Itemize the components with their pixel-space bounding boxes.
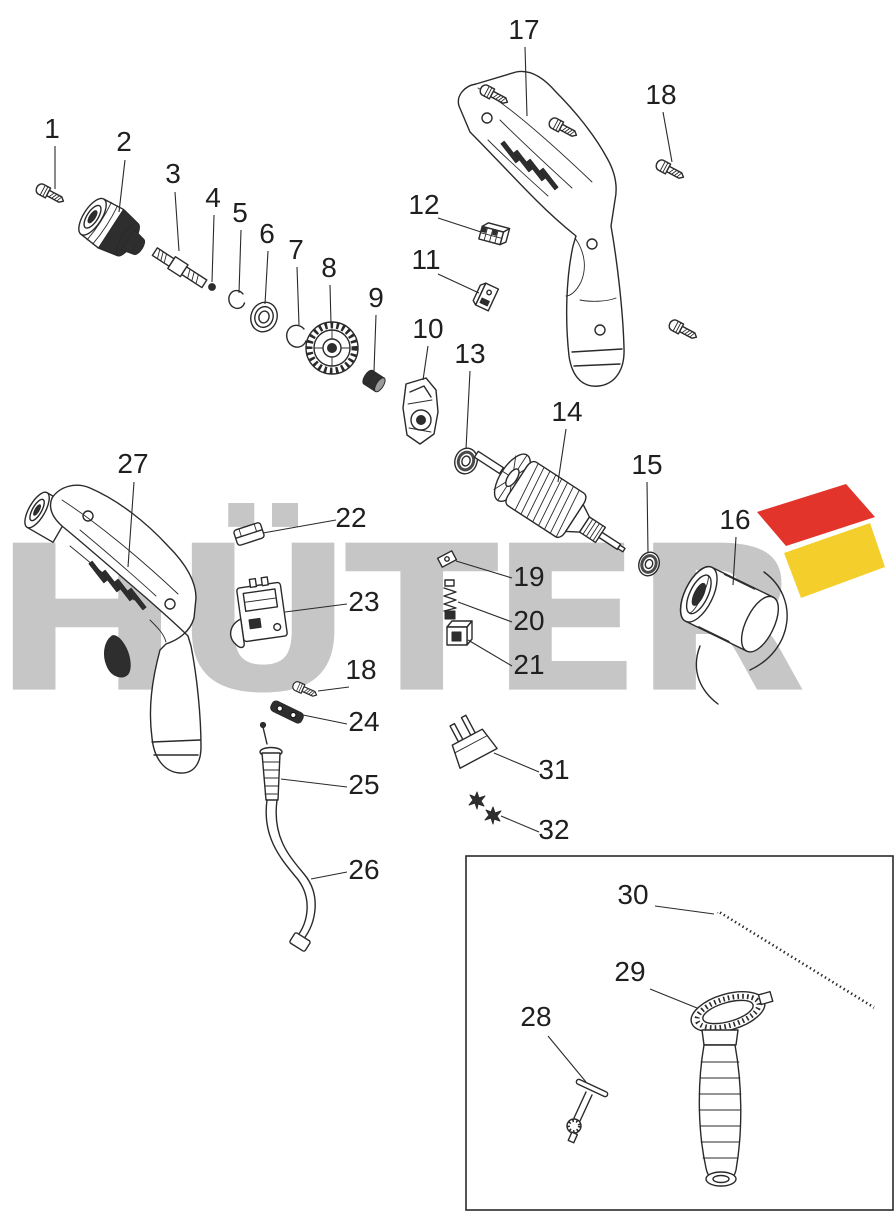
circlip-part-5 [228, 289, 246, 310]
part-label-17: 17 [508, 14, 539, 45]
screw-part-18b [290, 679, 320, 700]
part-label-13: 13 [454, 338, 485, 369]
chuck-key-part-28 [566, 1078, 609, 1144]
screw-part-18a [653, 157, 687, 183]
part-label-5: 5 [232, 197, 248, 228]
part-label-22: 22 [335, 502, 366, 533]
part-label-19: 19 [513, 561, 544, 592]
bearing-part-6 [250, 301, 278, 333]
star-nuts-part-32 [468, 791, 502, 825]
part-label-21: 21 [513, 649, 544, 680]
circlip-part-7 [285, 324, 307, 348]
accent-red-flag [757, 484, 875, 546]
brush-spring-part-20 [443, 579, 457, 620]
part-label-28: 28 [520, 1001, 551, 1032]
leader-lines [54, 46, 737, 1083]
part-label-11: 11 [411, 244, 440, 275]
part-label-30: 30 [617, 879, 648, 910]
part-label-8: 8 [321, 252, 337, 283]
clip-plate-part-24 [270, 700, 304, 724]
part-label-25: 25 [348, 769, 379, 800]
screw-part-18c [666, 317, 700, 343]
part-label-4: 4 [205, 182, 221, 213]
part-label-29: 29 [614, 956, 645, 987]
part-label-20: 20 [513, 605, 544, 636]
bracket-part-11 [472, 282, 500, 312]
brush-cap-part-22 [233, 522, 265, 546]
housing-right-part-17 [457, 70, 625, 387]
gear-part-8 [305, 321, 359, 375]
inductor-part-31 [449, 714, 498, 769]
accent-yellow-flag [784, 523, 885, 598]
terminal-block-part-12 [478, 222, 511, 246]
part-label-32: 32 [538, 814, 569, 845]
part-label-24: 24 [348, 706, 379, 737]
side-handle-part-29 [690, 990, 774, 1187]
part-label-14: 14 [551, 396, 582, 427]
power-cable-part-26 [265, 799, 316, 952]
part-label-12: 12 [408, 189, 439, 220]
part-label-16: 16 [719, 504, 750, 535]
part-label-7: 7 [288, 234, 304, 265]
part-label-3: 3 [165, 158, 181, 189]
part-label-18b: 18 [345, 654, 376, 685]
part-label-6: 6 [259, 218, 275, 249]
steel-ball-part-4 [208, 283, 216, 291]
brush-holder-part-21 [446, 620, 473, 646]
armature-part-14 [473, 450, 626, 553]
chuck-part-2 [78, 197, 146, 257]
part-label-23: 23 [348, 586, 379, 617]
housing-left-part-27 [24, 484, 202, 774]
washer-part-19 [436, 550, 458, 568]
part-label-10: 10 [412, 313, 443, 344]
brand-accent-flags [757, 484, 885, 598]
depth-rod-part-30 [717, 911, 875, 1010]
part-label-9: 9 [368, 282, 384, 313]
screw-part-1 [33, 181, 67, 207]
spindle-part-3 [151, 247, 208, 289]
part-label-2: 2 [116, 126, 132, 157]
part-label-18a: 18 [645, 79, 676, 110]
bearing-part-13 [454, 447, 478, 475]
part-label-15: 15 [631, 449, 662, 480]
cord-guard-part-25 [259, 721, 283, 801]
part-label-27: 27 [117, 448, 148, 479]
part-label-1: 1 [44, 113, 60, 144]
sleeve-part-9 [362, 369, 386, 393]
bearing-part-15 [638, 551, 660, 577]
inset-box [465, 855, 894, 1211]
gearbox-bracket-part-10 [402, 377, 439, 445]
part-label-31: 31 [538, 754, 569, 785]
switch-part-23 [230, 576, 288, 649]
stator-part-16 [679, 565, 788, 705]
part-label-26: 26 [348, 854, 379, 885]
